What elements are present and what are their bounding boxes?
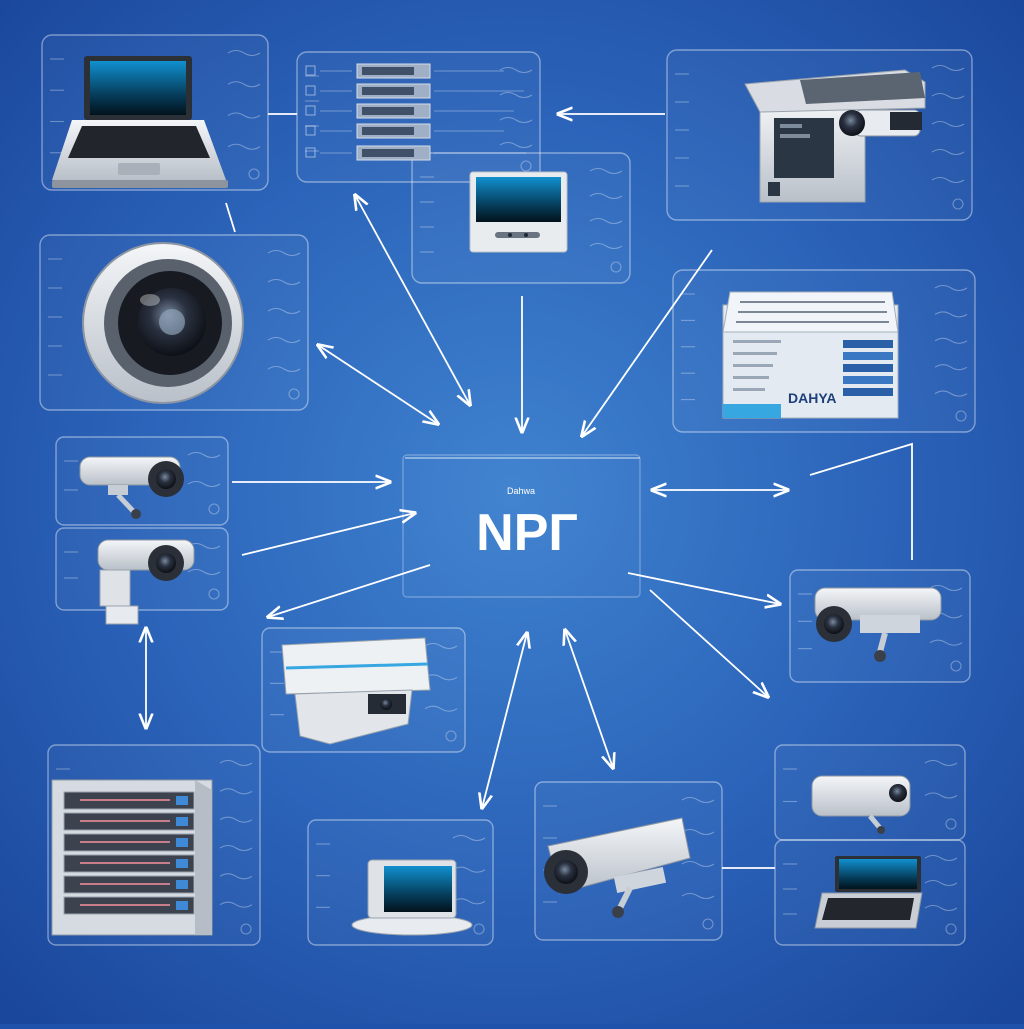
camera-lens xyxy=(156,553,176,573)
nvr-accent-band xyxy=(723,404,781,418)
center-sublabel: Dahwa xyxy=(507,486,535,496)
laptop-touchpad xyxy=(118,163,160,175)
nvr-text-line xyxy=(733,364,773,367)
center-title: NPГ xyxy=(476,504,578,562)
camera-lens xyxy=(824,614,844,634)
lens-camera-icon xyxy=(83,243,243,403)
laptop-screen xyxy=(90,61,186,115)
list-row-bar-fill xyxy=(362,87,414,95)
list-row-bar-fill xyxy=(362,127,414,135)
nvr-recorder-icon: DAHYA xyxy=(723,292,898,418)
camera-lens xyxy=(554,860,578,884)
rack-slot-tag xyxy=(176,817,188,826)
list-row-bar-fill xyxy=(362,107,414,115)
camera-lens xyxy=(839,110,865,136)
laptop-keyboard xyxy=(68,126,210,158)
rack-slot-tag xyxy=(176,880,188,889)
nvr-status-bar xyxy=(843,352,893,360)
terminal-screen xyxy=(384,866,452,912)
nvr-brand-label: DAHYA xyxy=(788,390,837,406)
nvr-text-line xyxy=(733,388,765,391)
nvr-text-line xyxy=(733,352,777,355)
laptop-keyboard xyxy=(822,898,914,920)
rack-slot-tag xyxy=(176,859,188,868)
rack-slot-tag xyxy=(176,901,188,910)
monitor-icon xyxy=(470,172,567,252)
rack-slot-tag xyxy=(176,796,188,805)
laptop-screen xyxy=(839,859,917,889)
rack-slot-tag xyxy=(176,838,188,847)
server-rack-icon xyxy=(52,780,212,935)
nvr-text-line xyxy=(733,340,781,343)
camera-lens xyxy=(889,784,907,802)
camera-lens xyxy=(380,698,392,710)
nvr-status-bar xyxy=(843,364,893,372)
list-row-bar-fill xyxy=(362,67,414,75)
nvr-text-line xyxy=(733,376,769,379)
nvr-status-bar xyxy=(843,376,893,384)
list-row-bar-fill xyxy=(362,149,414,157)
monitor-screen xyxy=(476,177,561,222)
nvr-status-bar xyxy=(843,340,893,348)
nvr-status-bar xyxy=(843,388,893,396)
camera-lens xyxy=(156,469,176,489)
display-terminal-icon xyxy=(352,860,472,935)
